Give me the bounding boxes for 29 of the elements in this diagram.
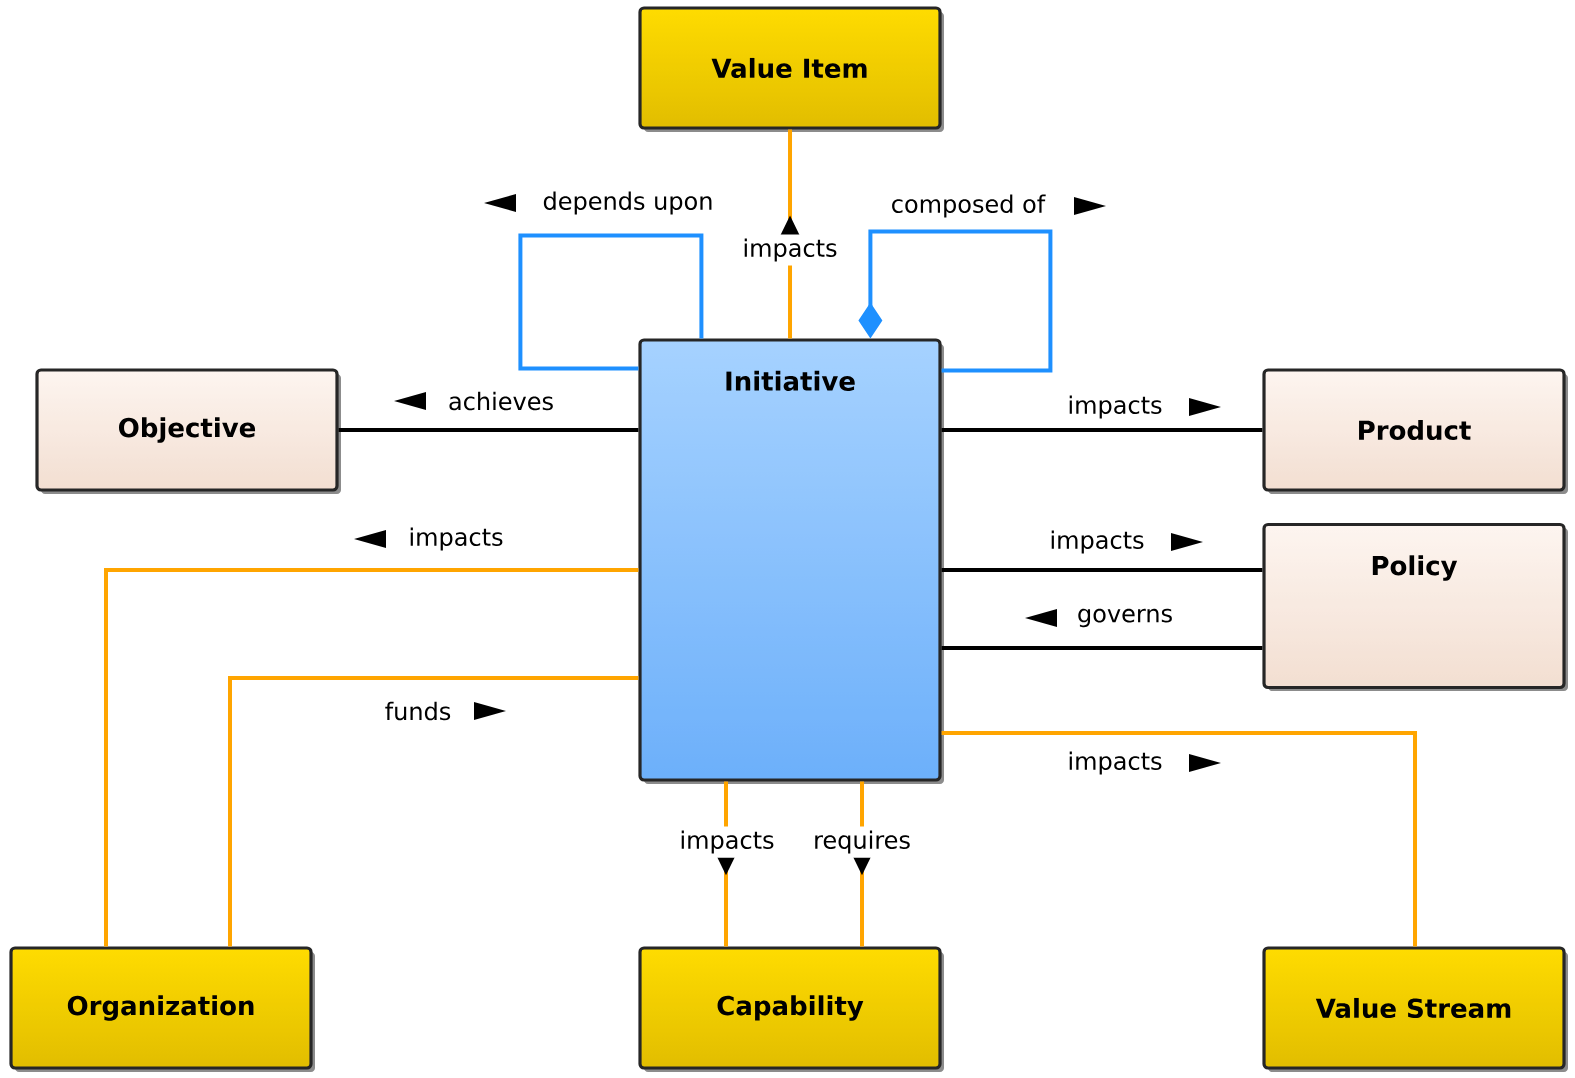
connector	[941, 428, 1263, 432]
connector	[104, 568, 639, 947]
class-box: Policy	[1262, 522, 1568, 691]
edge-label: composed of	[892, 194, 1046, 218]
edge-label: impacts	[1069, 751, 1162, 775]
edge-label: funds	[385, 701, 451, 721]
class-box: Capability	[638, 946, 944, 1072]
connector	[858, 229, 1053, 373]
edge-label: depends upon	[543, 191, 712, 215]
class-box: Value Stream	[1262, 946, 1568, 1072]
class-box: Value Item	[638, 6, 944, 132]
connector	[228, 676, 639, 947]
edge-label: impacts	[738, 234, 842, 266]
connector	[338, 428, 639, 432]
edge-label: governs	[1078, 608, 1172, 628]
edge-label: impacts	[1051, 530, 1144, 554]
edge-label: achieves	[449, 391, 553, 411]
connector	[941, 568, 1263, 572]
edge-label: impacts	[1069, 395, 1162, 419]
class-box: Initiative	[638, 338, 944, 784]
class-box: Objective	[35, 368, 341, 494]
edge-label: impacts	[410, 527, 503, 551]
connector	[518, 233, 704, 371]
edge-label: requires	[809, 826, 915, 858]
class-box: Product	[1262, 368, 1568, 494]
edge-label: impacts	[675, 826, 779, 858]
class-box: Organization	[9, 946, 315, 1072]
connector	[941, 731, 1417, 947]
connector	[941, 646, 1263, 650]
